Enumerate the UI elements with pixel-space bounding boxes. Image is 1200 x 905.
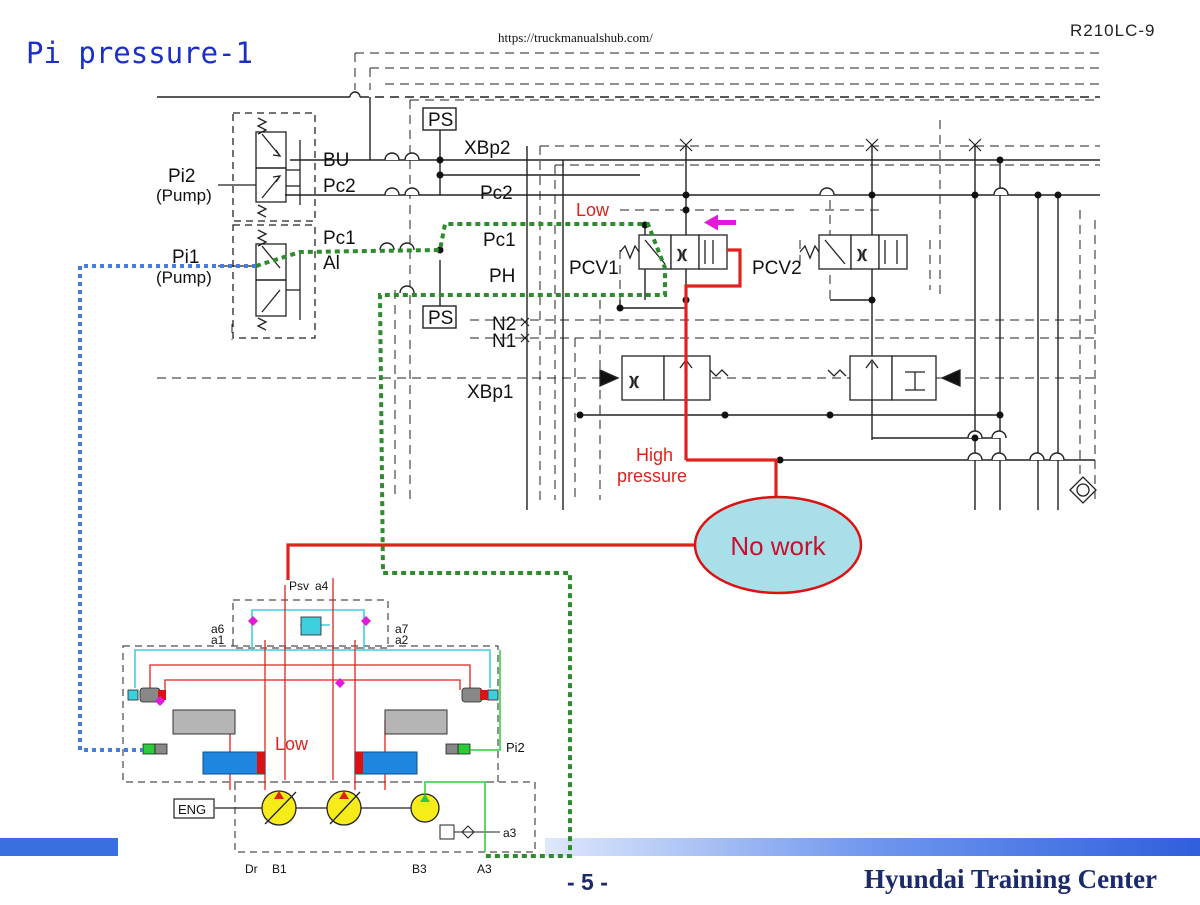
label-n2: N2: [492, 314, 516, 335]
pcv2-valve: )(: [799, 234, 908, 270]
xbp1-spool-left: )(: [599, 355, 729, 401]
line-crossings: [520, 138, 982, 343]
label-a3-bottom: A3: [477, 862, 492, 876]
pi1-regulator-valve: [218, 224, 316, 339]
model-code: R210LC-9: [1070, 21, 1156, 40]
label-xbp1: XBp1: [467, 382, 513, 403]
label-a3-port: a3: [503, 826, 517, 840]
svg-text:)(: )(: [858, 247, 866, 261]
label-a2: a2: [395, 633, 409, 647]
label-low-top: Low: [576, 200, 610, 220]
label-psv: Psv: [289, 579, 309, 593]
line-hops: [379, 152, 1065, 461]
source-url: https://truckmanualshub.com/: [498, 30, 653, 45]
low-pressure-line: [255, 222, 667, 858]
pump-assembly: ENG Psv a4 a6 a1 a7 a2 Pi2 a3 Dr B1 B3 A…: [122, 578, 536, 876]
label-pi1-pump: (Pump): [156, 268, 212, 287]
main-solid-lines: [157, 91, 1100, 510]
label-pi2-pump-port: Pi2: [506, 740, 525, 755]
label-pc1-right: Pc1: [483, 230, 516, 251]
page-title: Pi pressure-1: [26, 36, 253, 70]
svg-text:)(: )(: [630, 374, 638, 388]
label-al: Al: [323, 253, 340, 274]
page-number: - 5 -: [567, 869, 608, 895]
label-xbp2: XBp2: [464, 138, 510, 159]
high-pressure-line-3: [286, 543, 697, 580]
check-valve-icon: [1069, 476, 1097, 504]
svg-text:No work: No work: [730, 531, 826, 561]
label-ph: PH: [489, 266, 515, 287]
direction-arrow-icon: [704, 214, 736, 231]
no-work-callout: No work: [693, 495, 863, 595]
pilot-dashed-lines: [157, 52, 1100, 500]
label-a6: a6: [211, 622, 225, 636]
footer-brand: Hyundai Training Center: [864, 864, 1157, 894]
svg-text:PS: PS: [428, 110, 453, 131]
pcv1-valve: )(: [619, 234, 728, 270]
label-pc2-left: Pc2: [323, 176, 356, 197]
label-pi1: Pi1: [172, 247, 199, 268]
label-pi2-pump: (Pump): [156, 186, 212, 205]
label-n1: N1: [492, 331, 516, 352]
label-pcv2: PCV2: [752, 258, 802, 279]
svg-text:PS: PS: [428, 308, 453, 329]
label-a7: a7: [395, 622, 409, 636]
high-pressure-line-2: [686, 458, 778, 497]
high-pressure-line: [684, 248, 742, 460]
label-eng: ENG: [178, 802, 206, 817]
footer-bar-right: [545, 838, 1200, 856]
svg-text:)(: )(: [678, 247, 686, 261]
label-a1: a1: [211, 633, 225, 647]
xbp1-spool-right: [827, 355, 961, 401]
pi2-regulator-valve: [218, 112, 316, 222]
label-b1: B1: [272, 862, 287, 876]
pressure-sensor-top: PS: [422, 107, 457, 131]
label-bu: BU: [323, 150, 349, 171]
label-a4: a4: [315, 579, 329, 593]
footer-bar-left: [0, 838, 118, 856]
pressure-sensor-bottom: PS: [422, 260, 457, 329]
label-pc2-right: Pc2: [480, 183, 513, 204]
label-dr: Dr: [245, 862, 258, 876]
label-pc1-left: Pc1: [323, 228, 356, 249]
junction-dots: [436, 156, 1062, 464]
label-pcv1: PCV1: [569, 258, 619, 279]
label-low-pump: Low: [275, 734, 309, 754]
pi1-pilot-line: [78, 264, 256, 752]
label-pi2: Pi2: [168, 166, 195, 187]
label-high: High: [636, 445, 673, 465]
label-pressure: pressure: [617, 466, 687, 486]
label-b3: B3: [412, 862, 427, 876]
